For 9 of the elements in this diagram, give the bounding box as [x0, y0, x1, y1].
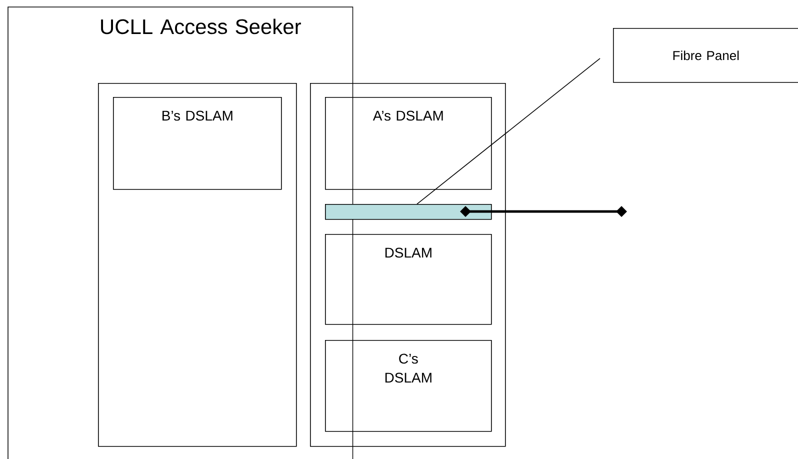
rack-box — [98, 83, 297, 447]
leader-line — [416, 58, 600, 204]
dslam-box: C’s DSLAM — [325, 340, 492, 432]
fibre-panel-bar — [325, 204, 492, 220]
rack-box — [310, 83, 506, 447]
label-box: Fibre Panel — [613, 28, 798, 83]
dslam-box: A’s DSLAM — [325, 97, 492, 190]
dslam-box: DSLAM — [325, 234, 492, 325]
dslam-box: B’s DSLAM — [113, 97, 282, 190]
